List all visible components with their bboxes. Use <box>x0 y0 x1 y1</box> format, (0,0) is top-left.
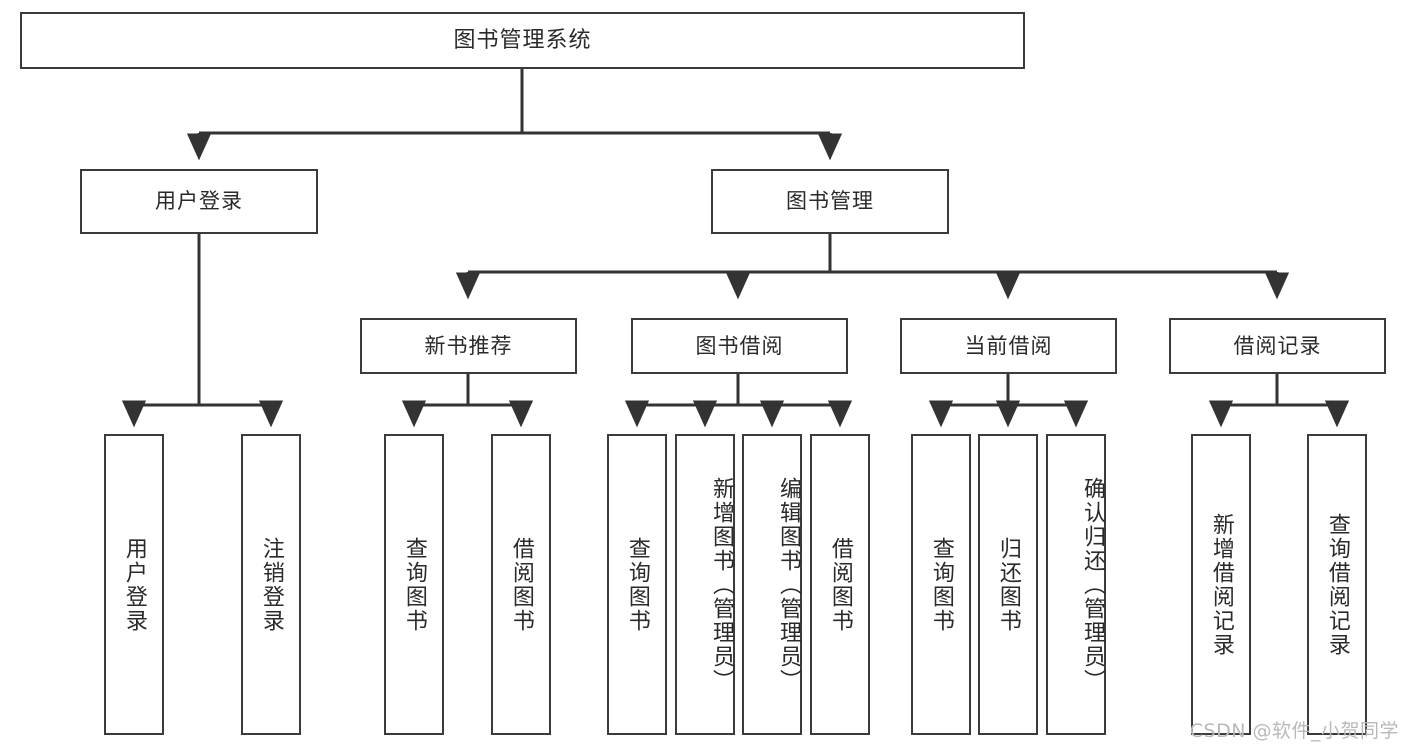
node-root-label: 图书管理系统 <box>453 27 592 53</box>
node-new-book-recommend[interactable]: 新书推荐 <box>360 318 577 374</box>
node-leaf-add-record[interactable]: 新增借阅记录 <box>1191 434 1251 735</box>
node-leaf-logout[interactable]: 注销登录 <box>241 434 301 735</box>
node-leaf-query-record[interactable]: 查询借阅记录 <box>1307 434 1367 735</box>
node-leaf-borrow-book-2[interactable]: 借阅图书 <box>810 434 870 735</box>
node-leaf-return-book-label: 归还图书 <box>995 536 1021 633</box>
node-leaf-add-book[interactable]: 新增图书（管理员） <box>675 434 735 735</box>
node-user-login[interactable]: 用户登录 <box>80 169 318 234</box>
node-borrow-record-label: 借阅记录 <box>1233 333 1322 358</box>
node-leaf-edit-book[interactable]: 编辑图书（管理员） <box>742 434 802 735</box>
node-leaf-query-book-3[interactable]: 查询图书 <box>911 434 971 735</box>
csdn-watermark: CSDN @软件_小贺同学 <box>1189 720 1399 742</box>
node-leaf-logout-label: 注销登录 <box>258 536 284 633</box>
node-leaf-add-book-label: 新增图书（管理员） <box>709 476 734 693</box>
node-leaf-query-record-label: 查询借阅记录 <box>1324 512 1350 657</box>
node-book-borrow[interactable]: 图书借阅 <box>631 318 848 374</box>
node-leaf-user-login[interactable]: 用户登录 <box>104 434 164 735</box>
node-root[interactable]: 图书管理系统 <box>20 12 1025 69</box>
node-leaf-return-book[interactable]: 归还图书 <box>978 434 1038 735</box>
node-leaf-borrow-book-1[interactable]: 借阅图书 <box>491 434 551 735</box>
node-book-manage[interactable]: 图书管理 <box>711 169 949 234</box>
node-book-manage-label: 图书管理 <box>786 189 874 214</box>
node-leaf-user-login-label: 用户登录 <box>121 536 147 633</box>
node-leaf-query-book-3-label: 查询图书 <box>928 536 954 633</box>
node-new-book-recommend-label: 新书推荐 <box>424 333 513 358</box>
node-leaf-query-book-1[interactable]: 查询图书 <box>384 434 444 735</box>
node-leaf-add-record-label: 新增借阅记录 <box>1208 512 1234 657</box>
node-borrow-record[interactable]: 借阅记录 <box>1169 318 1386 374</box>
node-current-borrow-label: 当前借阅 <box>964 333 1053 358</box>
node-current-borrow[interactable]: 当前借阅 <box>900 318 1117 374</box>
node-leaf-borrow-book-1-label: 借阅图书 <box>508 536 534 633</box>
node-book-borrow-label: 图书借阅 <box>695 333 784 358</box>
node-leaf-query-book-1-label: 查询图书 <box>401 536 427 633</box>
node-leaf-borrow-book-2-label: 借阅图书 <box>827 536 853 633</box>
node-leaf-query-book-2[interactable]: 查询图书 <box>607 434 667 735</box>
node-leaf-confirm-return[interactable]: 确认归还（管理员） <box>1046 434 1106 735</box>
node-leaf-edit-book-label: 编辑图书（管理员） <box>776 476 801 693</box>
node-user-login-label: 用户登录 <box>155 189 243 214</box>
node-leaf-query-book-2-label: 查询图书 <box>624 536 650 633</box>
node-leaf-confirm-return-label: 确认归还（管理员） <box>1080 476 1105 693</box>
